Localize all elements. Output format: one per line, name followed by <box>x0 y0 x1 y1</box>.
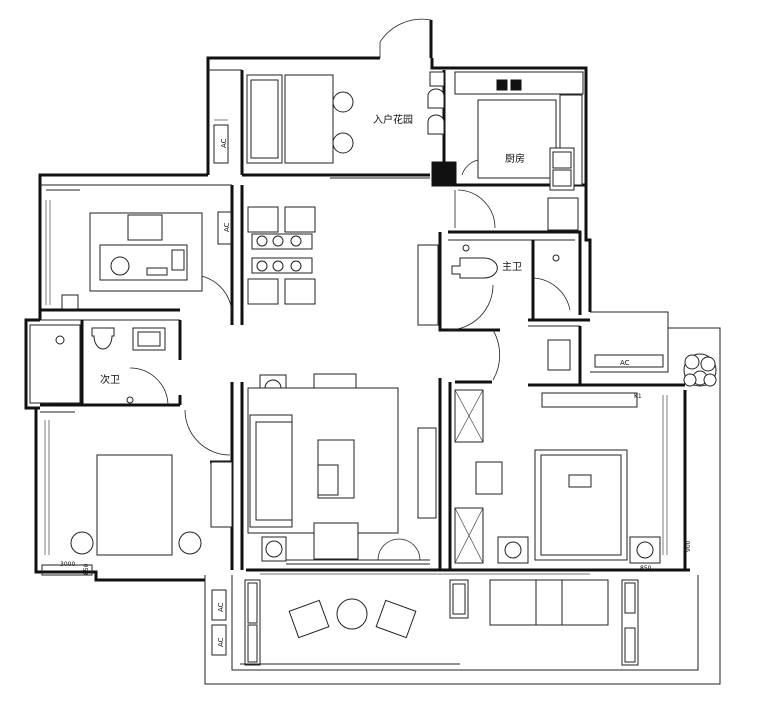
lower-left-bedroom <box>41 420 233 576</box>
kitchen <box>431 71 584 231</box>
outer-walls <box>24 20 721 685</box>
dimension-side: 850 <box>83 563 90 575</box>
dining-area <box>247 206 439 326</box>
dimension-850: 850 <box>640 565 652 572</box>
ac-label-garden: AC <box>220 138 228 148</box>
kitchen-label: 厨房 <box>505 152 525 165</box>
dimension-3000: 3000 <box>60 561 75 568</box>
master-bath <box>451 244 571 371</box>
balcony: AC AC <box>211 573 639 666</box>
second-bath-label: 次卫 <box>100 373 120 386</box>
k1-mark: K1 <box>634 393 642 400</box>
dimension-900: 900 <box>685 540 692 552</box>
entry-garden-label: 入户花园 <box>373 113 413 126</box>
ac-label-balcony-2: AC <box>217 637 225 647</box>
plant-icon <box>683 353 717 387</box>
doors <box>43 18 571 561</box>
ac-label-bedroom2: AC <box>223 222 231 232</box>
second-bath <box>29 324 166 404</box>
upper-left-bedroom: AC <box>45 200 232 310</box>
ac-label-balcony-1: AC <box>217 602 225 612</box>
entry-garden: AC <box>213 71 445 179</box>
inner-walls <box>40 69 685 570</box>
master-bedroom: AC <box>454 354 668 564</box>
ac-label-master: AC <box>620 359 630 367</box>
living-room <box>247 373 437 565</box>
master-bath-label: 主卫 <box>502 261 522 273</box>
